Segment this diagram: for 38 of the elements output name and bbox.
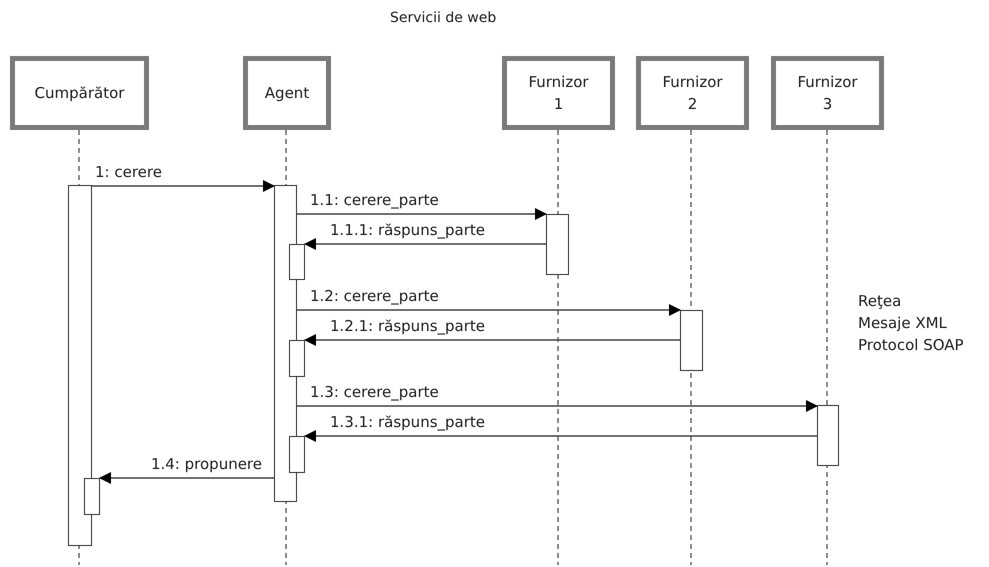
activation-bar [84,478,100,515]
participant-name: Furnizor 1 [527,72,590,115]
note-text: Mesaje XML [858,313,948,334]
edge-label: 1: cerere [95,162,162,182]
message-arrow [304,238,546,250]
message-arrow [304,334,680,346]
diagram-title: Servicii de web [390,9,496,28]
activation-bar [817,405,839,466]
participant-box [502,56,615,130]
edge-label: 1.4: propunere [150,454,262,474]
edge-label: 1.1.1: răspuns_parte [330,220,486,240]
message-arrow [297,208,547,220]
edge-label: 1.2: cerere_parte [310,286,439,306]
participant-name: Furnizor 2 [661,72,724,115]
message-arrow [304,430,817,442]
edge-label: 1.2.1: răspuns_parte [330,316,486,336]
note-text: Reţea [858,291,902,312]
participant-name: Cumpărător [34,83,124,104]
message-arrow [99,472,274,484]
participant-box [10,56,149,130]
participant-name: Agent [264,83,310,104]
activation-bar [68,185,92,546]
activation-bar [289,244,305,280]
activation-bar [546,214,569,275]
message-arrow [92,180,275,192]
edge-label: 1.3: cerere_parte [310,382,439,402]
participant-box [636,56,749,130]
note-text: Protocol SOAP [858,335,964,356]
edge-label: 1.3.1: răspuns_parte [330,412,486,432]
participant-box [771,56,884,130]
message-arrow [297,304,681,316]
activation-bar [289,340,305,377]
participant-name: Furnizor 3 [796,72,859,115]
edge-label: 1.1: cerere_parte [310,190,439,210]
message-arrow [297,400,818,412]
participant-box [243,56,331,130]
activation-bar [289,436,305,473]
activation-bar [680,310,703,371]
